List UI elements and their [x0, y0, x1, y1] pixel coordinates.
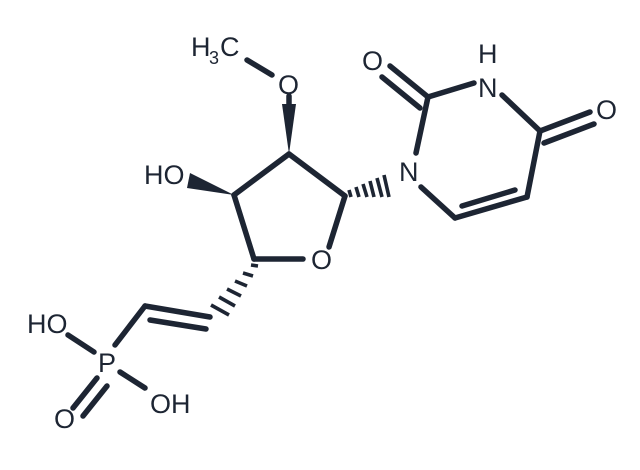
bond-ch3-o [244, 57, 275, 78]
label-p: P [98, 348, 116, 378]
bond-c2-o-double-a [387, 63, 431, 100]
bond-p-o-double-a [70, 375, 100, 411]
bond-c4-o-double-b [541, 121, 597, 146]
label-c2-o: O [362, 46, 383, 76]
bond-c6-n1 [418, 184, 458, 221]
label-p-oh-left: HO [27, 309, 68, 339]
label-p-oh-right: OH [150, 389, 191, 419]
bond-vinyl-double-a [142, 303, 213, 320]
bond-c4-o-double-a [537, 109, 593, 134]
bond-c5-c6-double-b [459, 187, 518, 209]
bond-c2-n3 [425, 80, 477, 100]
label-methyl-h: H [191, 32, 211, 62]
bond-p-oh-left [65, 332, 97, 355]
wedge-c2prime-ome [282, 104, 296, 154]
label-methyl-c: C [220, 32, 240, 62]
label-methyl-sub: 3 [209, 48, 219, 68]
hash-c4prime-vinyl [210, 263, 259, 317]
label-n1: N [399, 157, 419, 187]
wedge-c3prime-oh [187, 173, 234, 195]
bond-c3prime-c2prime [231, 151, 292, 198]
bond-vinyl-double-b [147, 317, 209, 332]
bond-n3-c4 [499, 92, 543, 134]
bond-p-o-double-b [80, 383, 110, 419]
label-n3-h: H [478, 39, 498, 69]
bond-c4-c5 [524, 128, 543, 200]
bond-p-oh-right [117, 369, 148, 391]
label-c4-o: O [596, 95, 617, 125]
bond-c4prime-c3prime [231, 192, 257, 262]
bond-c1prime-o4prime [326, 193, 348, 250]
label-hydroxyl: HO [144, 160, 185, 190]
bond-n1-c2 [413, 94, 431, 156]
label-n3: N [478, 73, 498, 103]
bond-c2prime-c1prime [286, 151, 348, 199]
hash-c1prime-n1 [347, 174, 391, 198]
label-p-o: O [54, 404, 75, 434]
bond-c2-o-double-b [379, 74, 423, 111]
bond-c5-c6-double-a [452, 194, 530, 221]
bond-vinyl-p [112, 303, 148, 348]
label-ring-o: O [311, 245, 332, 275]
label-methoxy-o: O [278, 70, 299, 100]
